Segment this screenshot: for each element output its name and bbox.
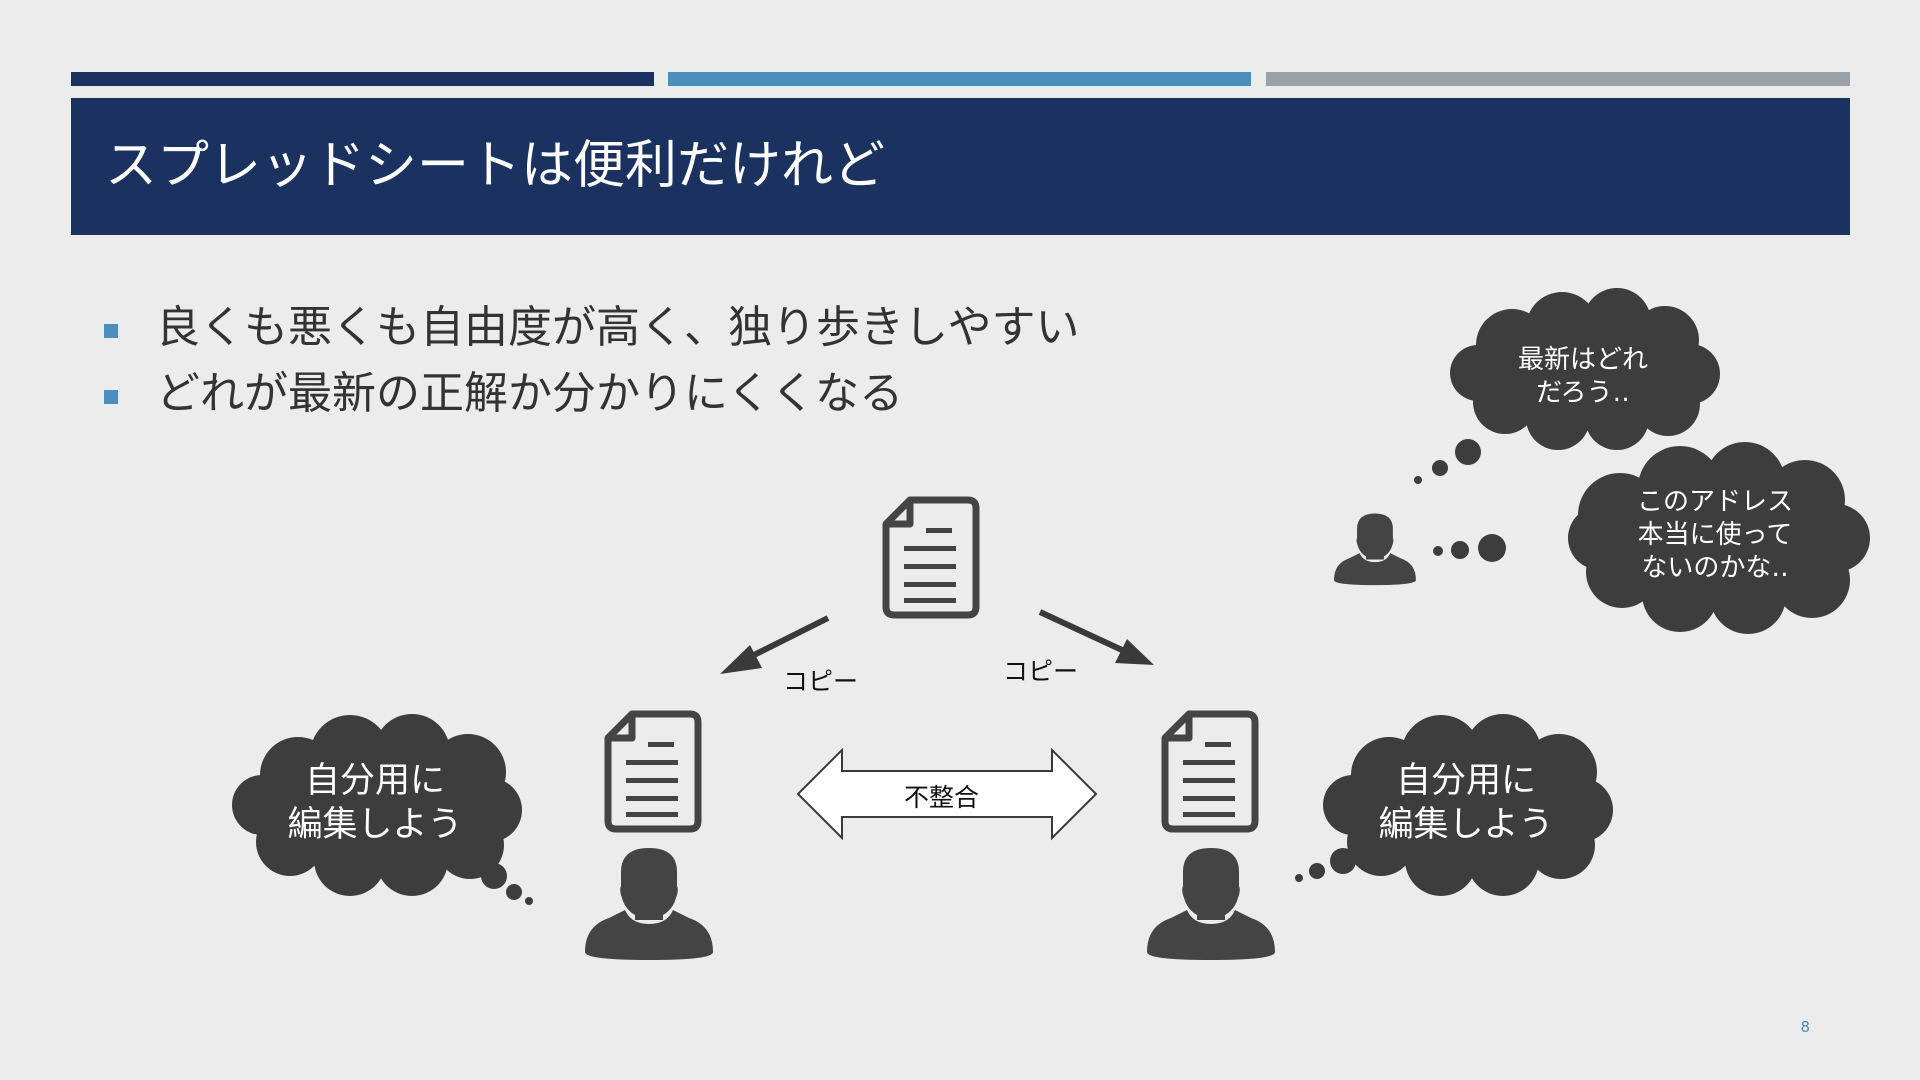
copy-right-label: コピー	[1003, 657, 1079, 686]
bullet-text: どれが最新の正解か分かりにくくなる	[156, 368, 904, 419]
bullet-text: 良くも悪くも自由度が高く、独り歩きしやすい	[156, 302, 1080, 353]
cloud-top2-line: このアドレス	[1636, 487, 1793, 517]
copy-arrowhead-right-icon	[1115, 639, 1154, 665]
cloud-top1-line: だろう‥	[1536, 378, 1630, 408]
cloud-top1-text: 最新はどれ だろう‥	[1483, 344, 1683, 410]
cloud-left-line: 編集しよう	[287, 805, 463, 845]
thought-cloud-top1-icon	[1414, 288, 1720, 484]
thought-cloud-left-icon	[232, 714, 533, 905]
cloud-right-line: 自分用に	[1395, 761, 1536, 801]
cloud-top1-line: 最新はどれ	[1517, 345, 1648, 375]
thought-cloud-top2-icon	[1433, 442, 1870, 634]
cloud-left-text: 自分用に 編集しよう	[275, 759, 475, 847]
bullet-square-icon	[104, 324, 118, 338]
copy-arrow-left-icon	[746, 615, 830, 661]
mismatch-label: 不整合	[904, 783, 980, 812]
cloud-left-line: 自分用に	[304, 761, 445, 801]
accent-bar-blue	[668, 72, 1251, 86]
bullet-item: どれが最新の正解か分かりにくくなる	[100, 361, 1080, 427]
person-small-icon	[1334, 513, 1416, 586]
cloud-right-text: 自分用に 編集しよう	[1366, 759, 1566, 847]
copy-left-label: コピー	[783, 667, 859, 696]
document-right-icon	[1165, 714, 1255, 829]
accent-bar-gray	[1266, 72, 1850, 86]
person-left-icon	[585, 848, 713, 960]
accent-bar-dark	[71, 72, 654, 86]
cloud-top2-line: ないのかな‥	[1641, 553, 1789, 583]
copy-arrow-right-icon	[1038, 609, 1124, 653]
bullet-square-icon	[104, 390, 118, 404]
cloud-top2-line: 本当に使って	[1637, 520, 1793, 550]
bullet-item: 良くも悪くも自由度が高く、独り歩きしやすい	[100, 295, 1080, 361]
bullet-list: 良くも悪くも自由度が高く、独り歩きしやすい どれが最新の正解か分かりにくくなる	[100, 295, 1080, 427]
thought-cloud-right-icon	[1295, 714, 1613, 896]
mismatch-double-arrow-icon	[796, 747, 1098, 841]
cloud-top2-text: このアドレス 本当に使って ないのかな‥	[1615, 486, 1815, 585]
title-band: スプレッドシートは便利だけれど	[71, 98, 1850, 235]
page-number: 8	[1800, 1018, 1810, 1036]
person-right-icon	[1147, 848, 1275, 960]
cloud-right-line: 編集しよう	[1378, 805, 1554, 845]
copy-arrowhead-left-icon	[720, 645, 762, 674]
document-left-icon	[608, 714, 698, 829]
slide-title: スプレッドシートは便利だけれど	[105, 136, 886, 196]
document-top-icon	[886, 500, 976, 615]
